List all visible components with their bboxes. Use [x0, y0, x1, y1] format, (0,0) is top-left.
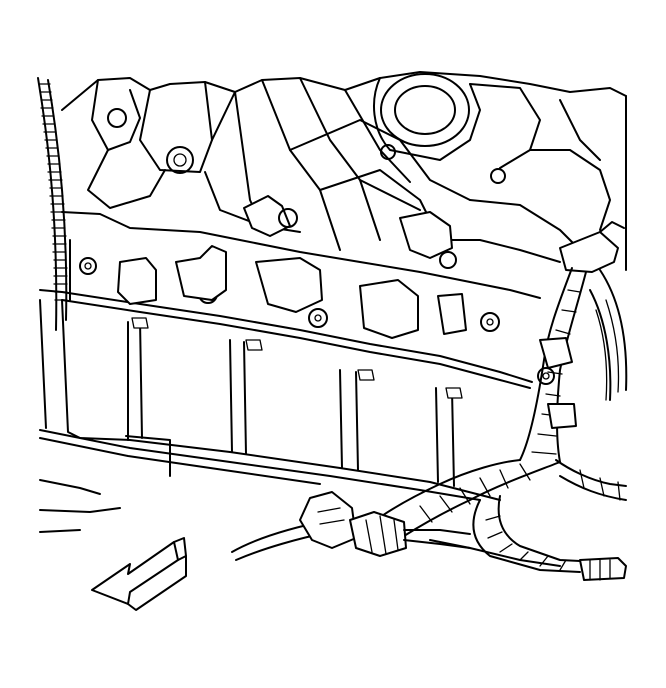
accessory-pulley — [589, 269, 628, 401]
block-pan-rail — [61, 211, 555, 389]
sensor-connector — [231, 491, 471, 561]
oil-pan — [39, 289, 501, 533]
wiring-harness — [375, 267, 627, 581]
direction-arrow-icon — [91, 537, 187, 611]
upper-engine-block — [61, 71, 627, 273]
lower-edge-lines — [429, 539, 561, 567]
flywheel-ring-gear — [37, 77, 68, 331]
